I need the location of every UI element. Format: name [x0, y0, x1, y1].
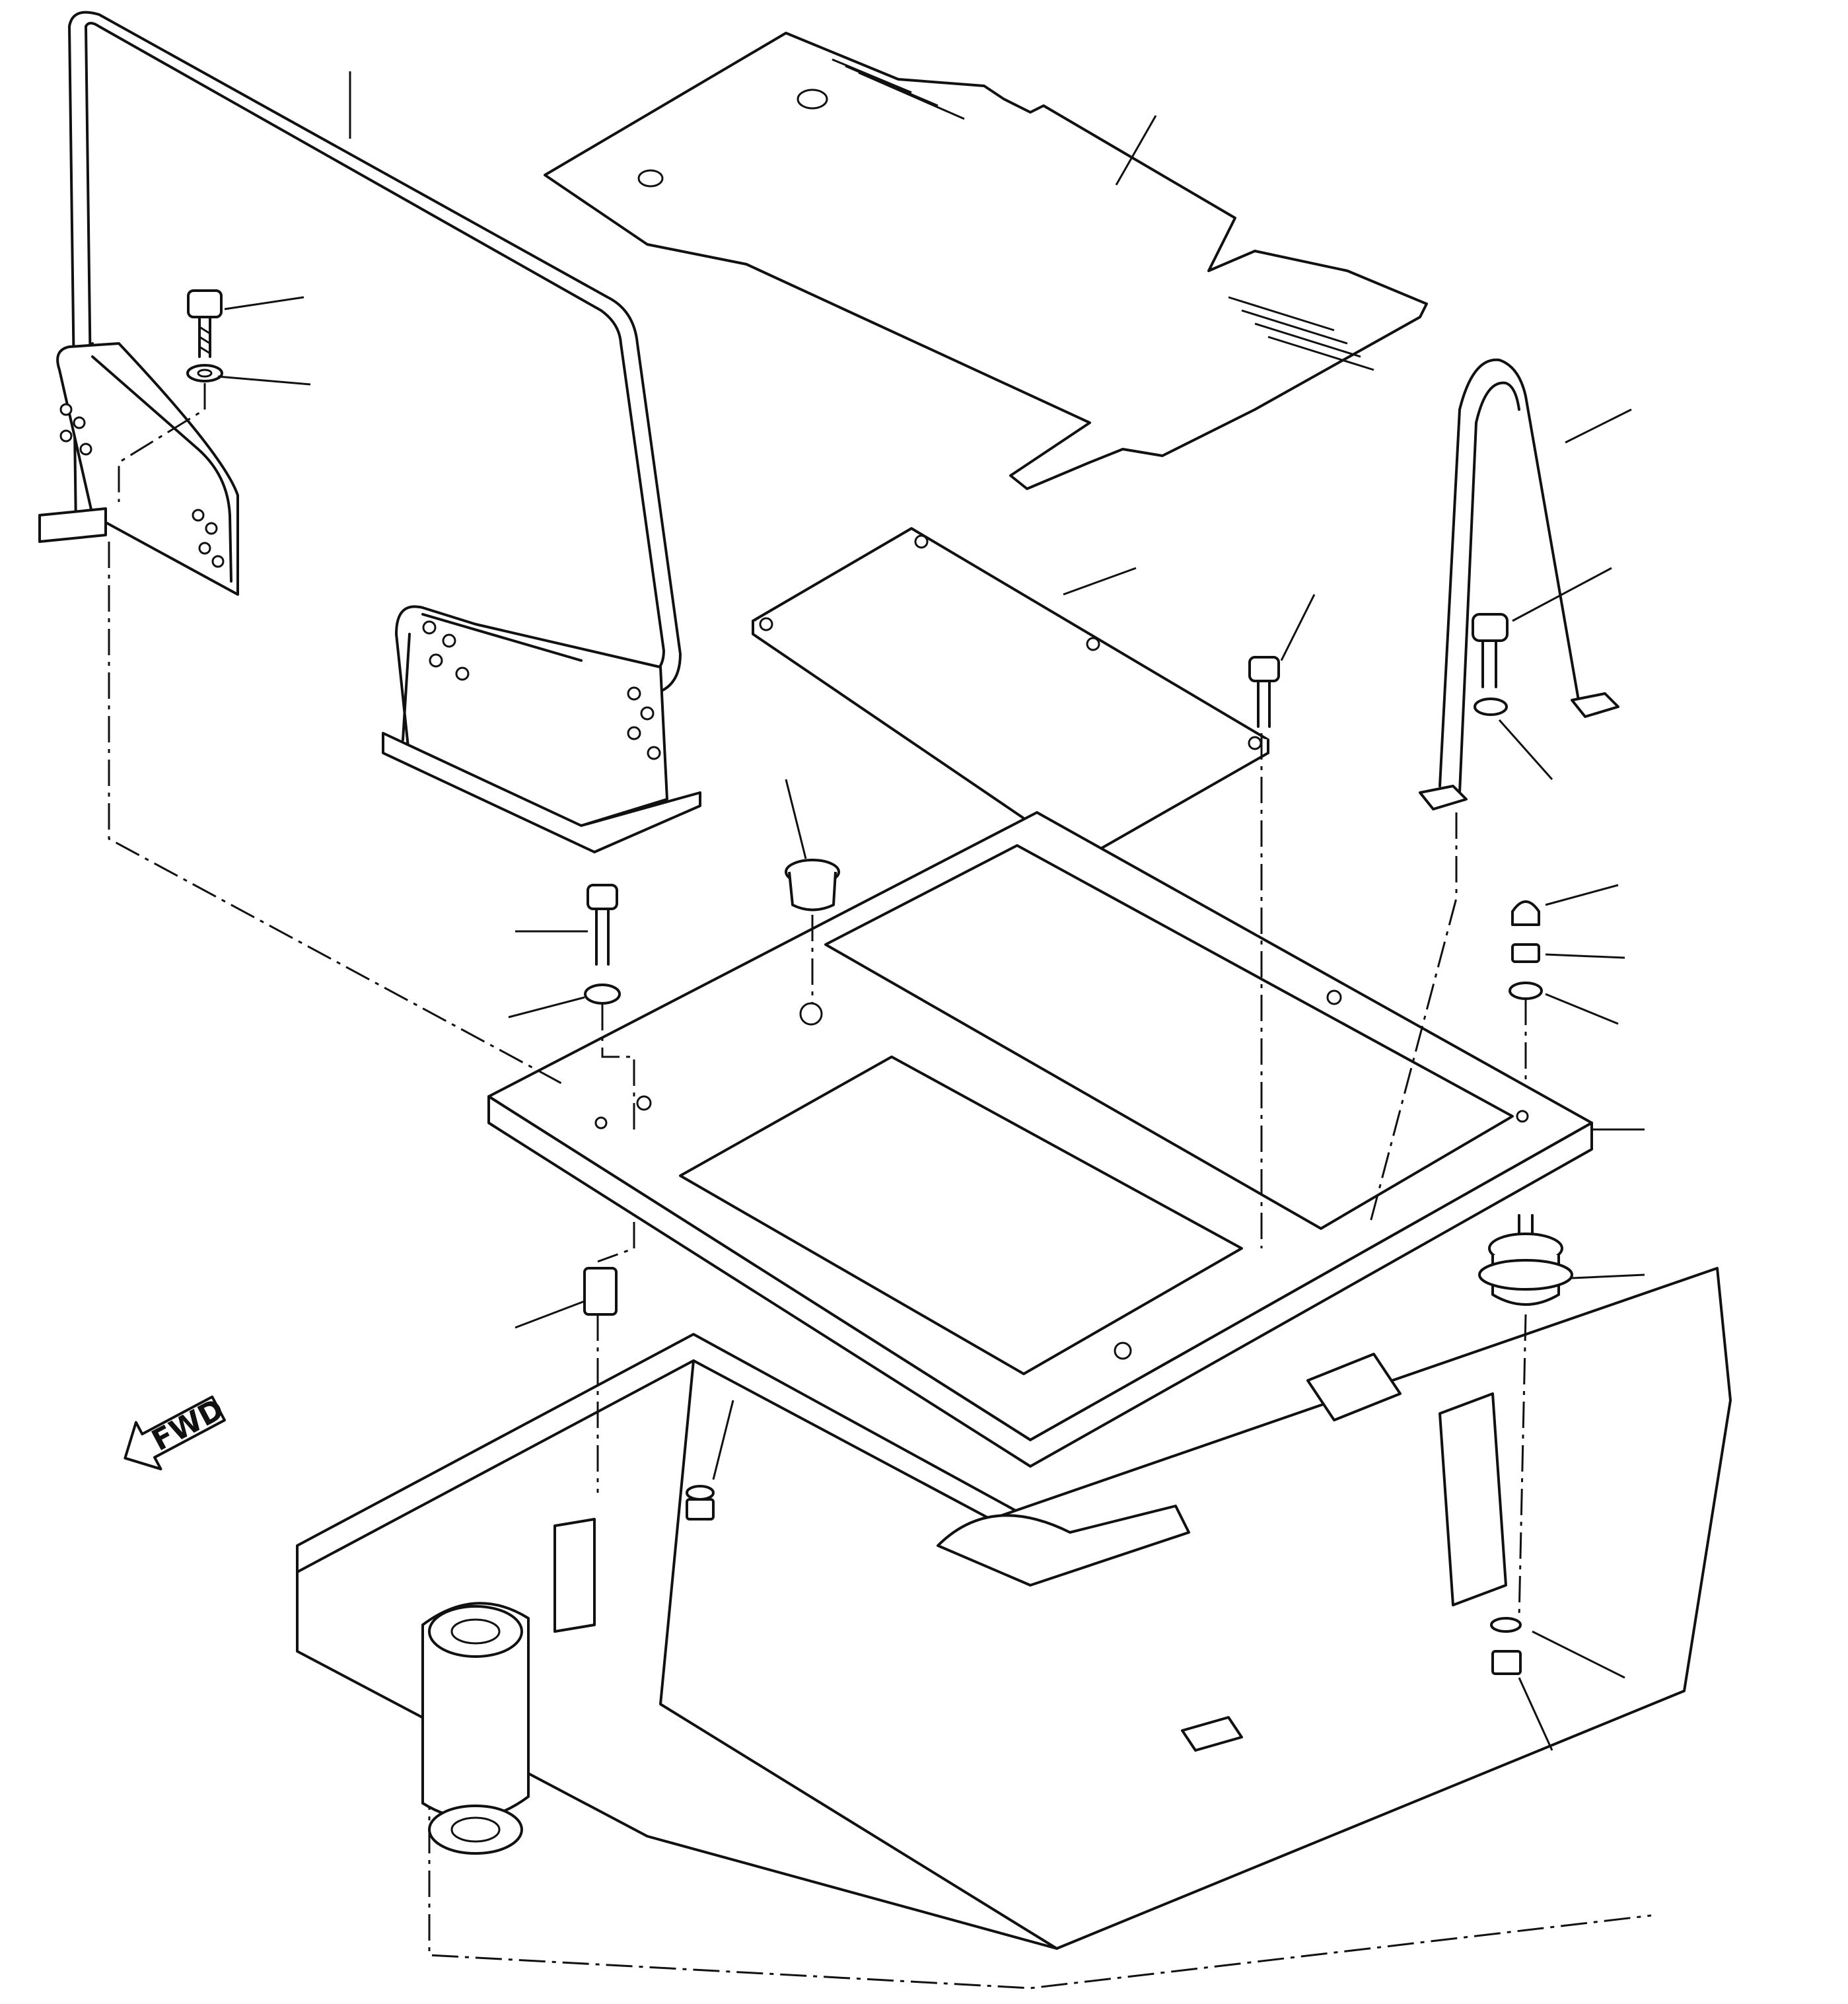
fwd-label: FWD	[147, 1392, 230, 1458]
fwd-arrow: FWD	[124, 1392, 230, 1471]
alignment-lines	[108, 383, 1527, 1619]
right-handrail	[1419, 358, 1619, 810]
leader-lines	[217, 71, 1645, 1751]
long-bolt-left	[584, 884, 621, 1005]
main-floor-plate	[487, 811, 1593, 1468]
perforations-right	[422, 620, 661, 760]
cap-nut-stack	[1509, 900, 1543, 1000]
hex-bolt-right	[1472, 613, 1509, 716]
floor-mat	[544, 32, 1428, 490]
left-guard-rail	[38, 11, 701, 853]
spacer-left	[583, 1267, 618, 1316]
rubber-plug	[785, 859, 840, 912]
perforations-left	[59, 403, 225, 568]
hex-bolt-top-left	[186, 289, 223, 382]
hex-bolt-cover	[1248, 656, 1280, 728]
base-frame	[296, 1267, 1732, 1989]
rubber-mount	[1478, 1214, 1573, 1306]
cover-plate	[752, 527, 1269, 860]
